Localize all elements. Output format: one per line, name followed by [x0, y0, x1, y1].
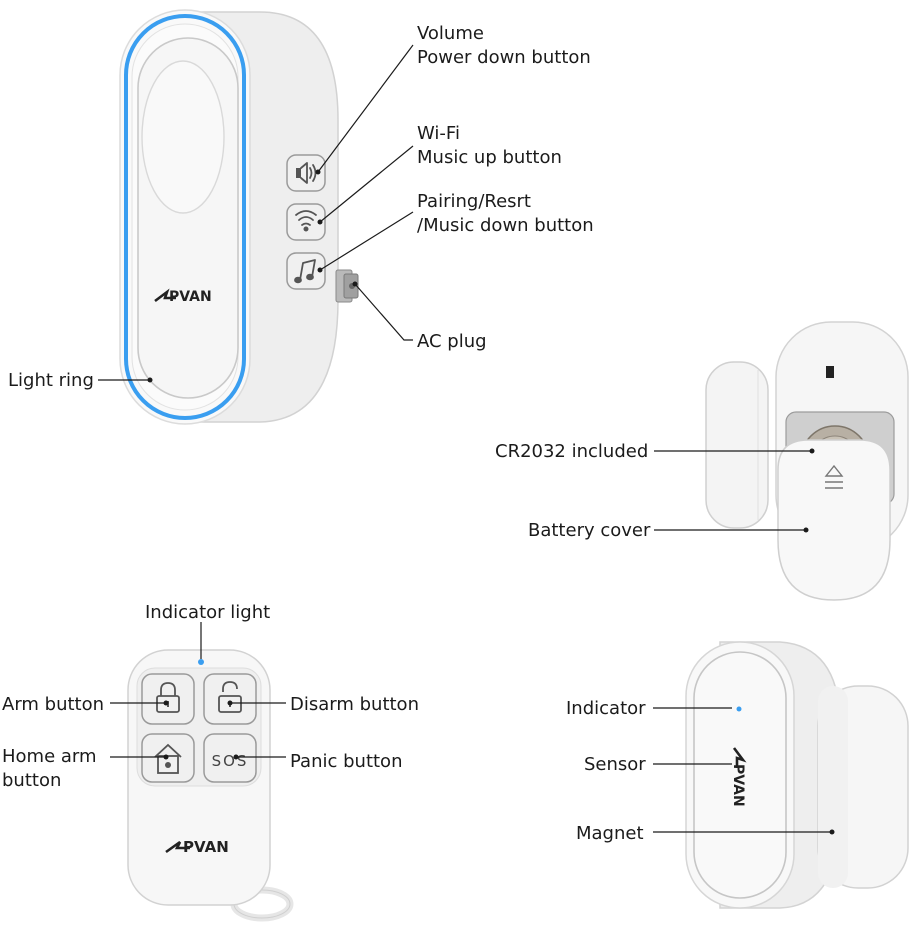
sensor-label: Sensor: [584, 754, 646, 775]
magnet-label: Magnet: [576, 823, 644, 844]
disarm-button[interactable]: [203, 673, 257, 725]
panic-button-label: Panic button: [290, 751, 402, 772]
receiver-logo-text: PVAN: [169, 289, 212, 305]
remote-logo: PVAN: [165, 838, 229, 856]
wifi-label-line2: Music up button: [417, 147, 562, 168]
volume-icon: [296, 162, 317, 184]
indicator-label: Indicator: [566, 698, 646, 719]
battery-label: CR2032 included: [495, 441, 648, 462]
home-arm-label-line2: button: [2, 770, 61, 791]
remote-indicator-led: [198, 659, 204, 665]
pairing-label-line1: Pairing/Resrt: [417, 191, 531, 212]
remote-logo-text: PVAN: [183, 838, 229, 856]
pairing-label-line2: /Music down button: [417, 215, 594, 236]
ac-plug-label: AC plug: [417, 331, 487, 352]
volume-label-line1: Volume: [417, 23, 484, 44]
door-sensor-back: CR2032 included Battery cover: [495, 321, 909, 601]
sos-text: SOS: [212, 752, 249, 770]
indicator-light-label: Indicator light: [145, 602, 270, 623]
battery-cover: [777, 439, 891, 601]
pairing-button[interactable]: [286, 252, 326, 290]
doorbell-receiver: PVAN: [8, 9, 594, 425]
disarm-button-label: Disarm button: [290, 694, 419, 715]
light-ring-label: Light ring: [8, 370, 94, 391]
arm-button-label: Arm button: [2, 694, 104, 715]
magnet-piece-back: [705, 361, 769, 529]
ac-plug: [335, 269, 359, 303]
arm-button[interactable]: [141, 673, 195, 725]
receiver-speaker-grille: [141, 60, 225, 214]
door-sensor-front: PVAN Indicator Sensor Magnet: [566, 641, 909, 909]
light-ring: [124, 14, 246, 420]
panic-button[interactable]: SOS: [203, 733, 257, 783]
home-icon: [154, 743, 182, 774]
volume-label-line2: Power down button: [417, 47, 591, 68]
music-note-icon: [294, 259, 316, 284]
volume-button[interactable]: [286, 154, 326, 192]
wifi-icon: [295, 210, 317, 232]
receiver-logo: PVAN: [154, 288, 212, 305]
home-arm-label-line1: Home arm: [2, 746, 97, 767]
sensor-indicator-led: [736, 706, 742, 712]
sensor-logo: PVAN: [730, 747, 747, 807]
remote-fob: SOS PVAN Indicator light Arm button Disa…: [2, 602, 419, 922]
wifi-button[interactable]: [286, 203, 326, 241]
wifi-label-line1: Wi-Fi: [417, 123, 460, 144]
eject-arrow-icon: [824, 464, 844, 489]
battery-cover-label: Battery cover: [528, 520, 651, 541]
sensor-logo-text: PVAN: [730, 764, 746, 807]
